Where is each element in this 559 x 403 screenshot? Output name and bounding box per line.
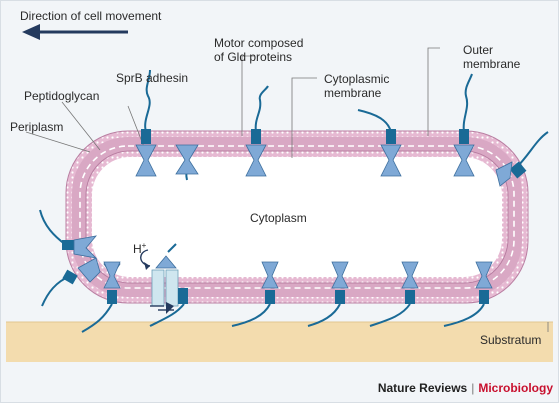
peptidoglycan-layer	[79, 145, 515, 289]
sprb-adhesin	[41, 257, 101, 307]
gld-motor-complex	[149, 243, 188, 327]
journal-name: Nature Reviews	[377, 381, 468, 395]
journal-credit: Nature Reviews|Microbiology	[378, 381, 553, 395]
left-adhesins	[39, 209, 101, 307]
sprb-adhesin	[495, 131, 549, 187]
motor-label: Motor composed of Gld proteins	[214, 36, 304, 64]
sprb-adhesin	[443, 261, 493, 327]
periplasm-label: Periplasm	[10, 120, 64, 134]
sprb-adhesin	[369, 261, 419, 327]
proton-charge: +	[141, 241, 147, 250]
peptidoglycan-label: Peptidoglycan	[24, 89, 100, 103]
sprb-adhesin	[245, 85, 269, 177]
direction-arrow	[22, 24, 128, 40]
sprb-adhesin	[453, 73, 475, 177]
outer-membrane-label: Outer membrane	[463, 43, 521, 71]
substratum-surface	[6, 322, 553, 362]
cytoplasm-interior	[92, 157, 502, 277]
cytoplasm-label: Cytoplasm	[250, 211, 307, 225]
sprb-adhesin	[231, 261, 279, 327]
cytoplasmic-membrane-label: Cytoplasmic membrane	[324, 72, 390, 100]
leader-lines	[25, 47, 549, 332]
sprb-adhesin-label: SprB adhesin	[116, 71, 189, 85]
proton-label: H+	[133, 239, 146, 256]
sprb-adhesin	[307, 261, 349, 327]
cell-envelope	[65, 130, 529, 304]
sprb-adhesin	[357, 109, 402, 177]
credit-separator: |	[471, 381, 475, 395]
sprb-adhesin	[39, 209, 98, 259]
sprb-adhesin	[175, 144, 199, 181]
sprb-adhesin	[81, 261, 121, 333]
sprb-adhesin	[135, 69, 157, 177]
bottom-adhesins	[81, 243, 493, 333]
top-adhesins	[135, 69, 549, 187]
proton-symbol: H	[133, 242, 142, 256]
proton-flow-arrow	[140, 249, 151, 270]
substratum-label: Substratum	[480, 333, 542, 347]
direction-label: Direction of cell movement	[20, 9, 162, 23]
journal-subject: Microbiology	[478, 381, 553, 395]
